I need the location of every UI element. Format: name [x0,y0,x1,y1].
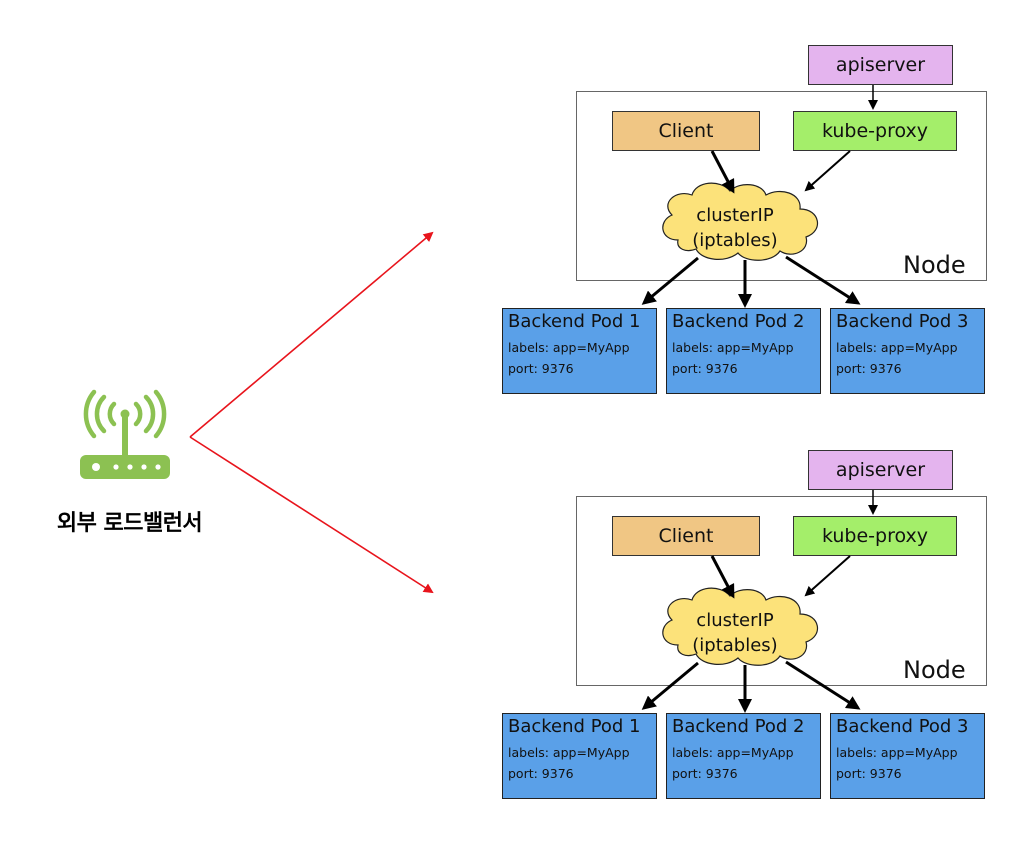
pod-title: Backend Pod 3 [836,311,969,332]
pod-port: port: 9376 [672,766,738,781]
cloud-line-2: (iptables) [692,635,778,656]
pod-title: Backend Pod 3 [836,716,969,737]
backend-pod-3: Backend Pod 3 labels: app=MyApp port: 93… [830,713,985,799]
pod-labels: labels: app=MyApp [508,745,630,760]
lb-arrow-top [189,231,434,438]
backend-pod-1: Backend Pod 1 labels: app=MyApp port: 93… [502,713,657,799]
pod-title: Backend Pod 2 [672,311,805,332]
pod-port: port: 9376 [672,361,738,376]
apiserver-box: apiserver [808,45,953,85]
clusterip-cloud-text: clusterIP (iptables) [660,608,810,658]
client-box: Client [612,516,760,556]
pod-labels: labels: app=MyApp [508,340,630,355]
backend-pod-2: Backend Pod 2 labels: app=MyApp port: 93… [666,713,821,799]
node-label: Node [903,656,966,684]
pod-port: port: 9376 [508,766,574,781]
pod-title: Backend Pod 1 [508,716,641,737]
pod-labels: labels: app=MyApp [672,340,794,355]
cluster-diagram-1: Node apiserver Client kube-proxy cluster… [500,45,995,445]
backend-pod-2: Backend Pod 2 labels: app=MyApp port: 93… [666,308,821,394]
kube-proxy-box: kube-proxy [793,516,957,556]
apiserver-box: apiserver [808,450,953,490]
backend-pod-1: Backend Pod 1 labels: app=MyApp port: 93… [502,308,657,394]
pod-port: port: 9376 [836,361,902,376]
pod-title: Backend Pod 2 [672,716,805,737]
kube-proxy-box: kube-proxy [793,111,957,151]
pod-labels: labels: app=MyApp [672,745,794,760]
cloud-line-1: clusterIP [696,205,774,226]
cloud-line-2: (iptables) [692,230,778,251]
pod-port: port: 9376 [508,361,574,376]
pod-port: port: 9376 [836,766,902,781]
lb-arrow-bottom [189,436,434,594]
cloud-line-1: clusterIP [696,610,774,631]
pod-labels: labels: app=MyApp [836,745,958,760]
client-box: Client [612,111,760,151]
node-label: Node [903,251,966,279]
wifi-router-icon [80,389,170,479]
cluster-diagram-2: Node apiserver Client kube-proxy cluster… [500,450,995,850]
diagram-canvas [80,231,434,594]
load-balancer-label: 외부 로드밸런서 [56,511,203,536]
pod-title: Backend Pod 1 [508,311,641,332]
clusterip-cloud-text: clusterIP (iptables) [660,203,810,253]
pod-labels: labels: app=MyApp [836,340,958,355]
backend-pod-3: Backend Pod 3 labels: app=MyApp port: 93… [830,308,985,394]
